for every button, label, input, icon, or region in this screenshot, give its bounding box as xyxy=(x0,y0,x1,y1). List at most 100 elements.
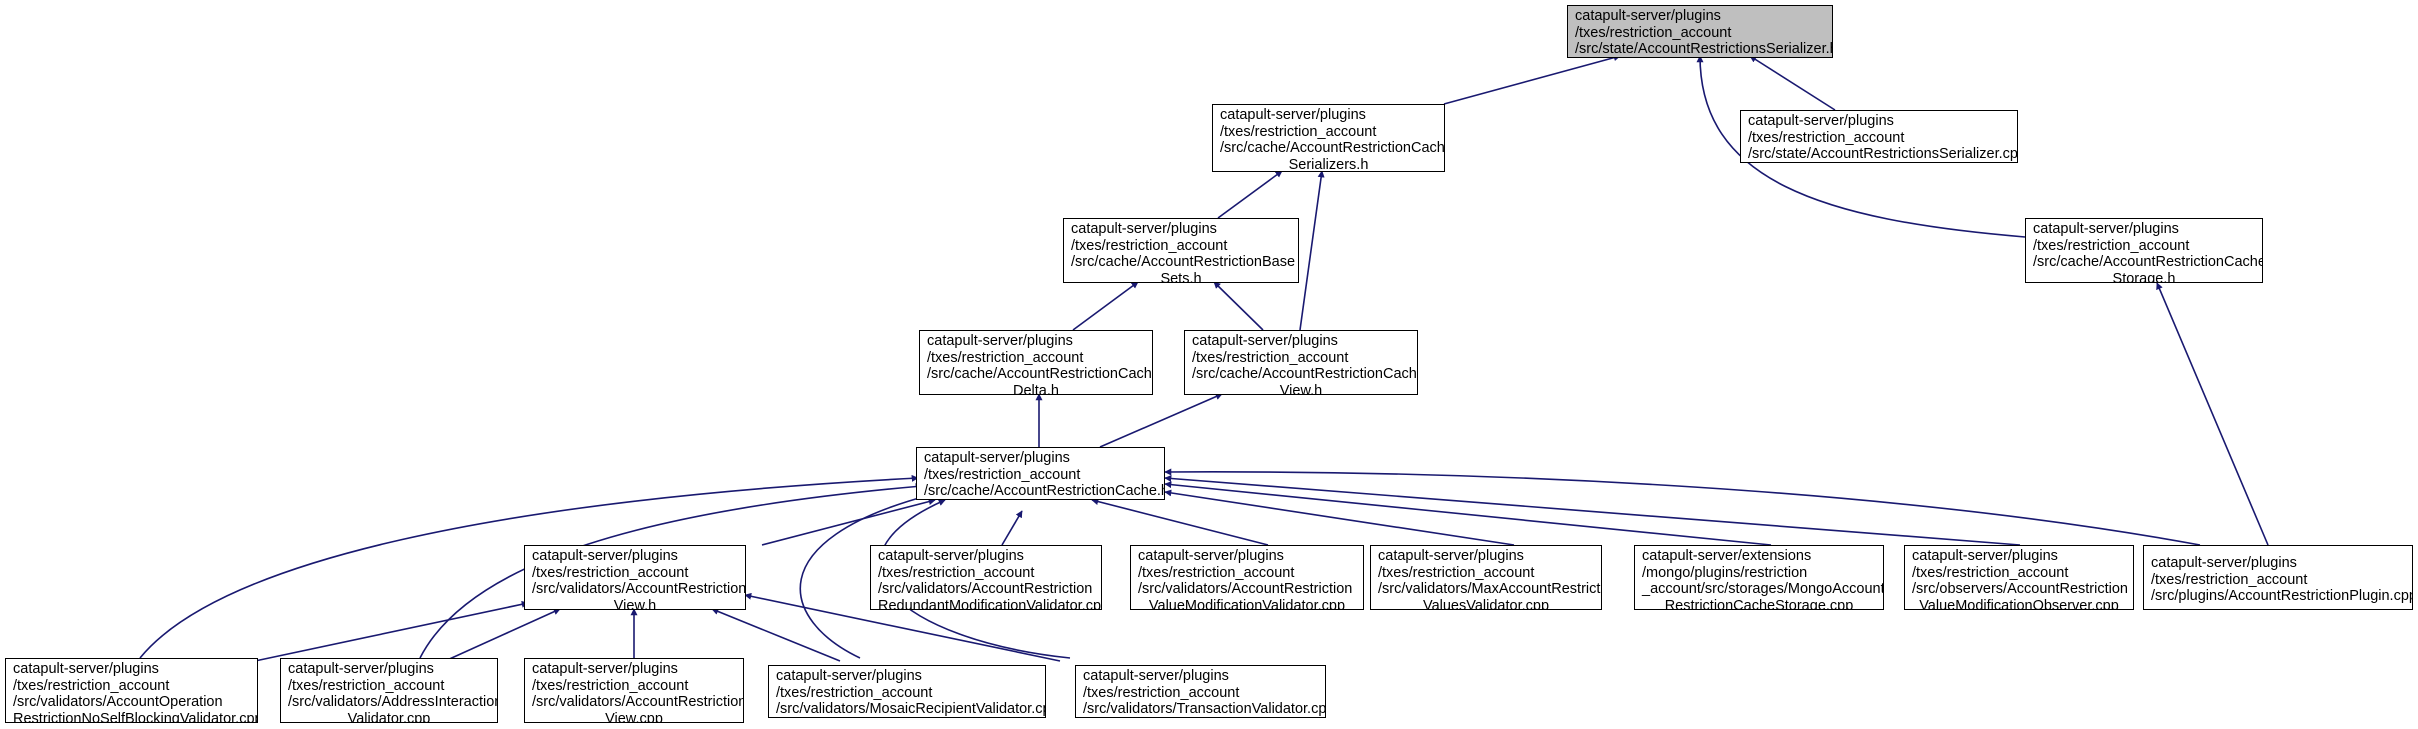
node-line: /src/cache/AccountRestrictionCache xyxy=(927,366,1153,382)
node-line: catapult-server/plugins xyxy=(924,450,1070,466)
node-line: /txes/restriction_account xyxy=(924,466,1081,483)
node-line: _account/src/storages/MongoAccount xyxy=(1642,581,1884,597)
node-line: ValueModificationObserver.cpp xyxy=(1919,597,2119,610)
node-line: /src/validators/AccountRestriction xyxy=(532,694,744,710)
node-line: RedundantModificationValidator.cpp xyxy=(878,597,1102,610)
node-line: Delta.h xyxy=(1013,382,1059,395)
node-line: catapult-server/plugins xyxy=(927,333,1073,349)
edge-max-values-to-cache xyxy=(1164,489,1515,546)
node-line: catapult-server/plugins xyxy=(1748,113,1894,129)
node-mongo-account-restriction-cache-storage-cpp[interactable]: catapult-server/extensions /mongo/plugin… xyxy=(1634,545,1884,610)
node-line: /src/validators/MaxAccountRestriction xyxy=(1378,581,1602,597)
node-line: /src/cache/AccountRestrictionCache xyxy=(1192,366,1418,382)
node-line: /src/validators/AccountOperation xyxy=(13,694,223,710)
node-line: catapult-server/plugins xyxy=(2151,555,2297,571)
node-validators-account-restriction-view-h[interactable]: catapult-server/plugins /txes/restrictio… xyxy=(524,545,746,610)
node-address-interaction-validator-cpp[interactable]: catapult-server/plugins /txes/restrictio… xyxy=(280,658,498,723)
node-line: /src/observers/AccountRestriction xyxy=(1912,581,2128,597)
node-line: /txes/restriction_account xyxy=(1071,237,1228,254)
node-line: View.h xyxy=(1279,382,1323,395)
edge-op-no-self-blocking-to-cache xyxy=(139,474,919,659)
node-line: catapult-server/plugins xyxy=(1220,107,1366,123)
node-line: /src/validators/AccountRestriction xyxy=(1138,581,1353,597)
node-line: /src/state/AccountRestrictionsSerializer… xyxy=(1748,146,2018,162)
node-line: /src/cache/AccountRestrictionBase xyxy=(1071,254,1296,270)
edge-value-mod-validator-to-cache xyxy=(1091,498,1269,546)
node-line: /txes/restriction_account xyxy=(1083,684,1240,701)
node-line: Sets.h xyxy=(1160,270,1202,283)
node-line: /txes/restriction_account xyxy=(776,684,933,701)
edge-cache-serializers-to-serializer xyxy=(1443,54,1621,105)
node-line: View.h xyxy=(613,597,657,610)
node-line: catapult-server/plugins xyxy=(1071,221,1217,237)
node-line: /txes/restriction_account xyxy=(1138,564,1295,581)
node-line: /txes/restriction_account xyxy=(2033,237,2190,254)
node-account-restriction-cache-view-h[interactable]: catapult-server/plugins /txes/restrictio… xyxy=(1184,330,1418,395)
node-line: catapult-server/plugins xyxy=(776,668,922,684)
node-max-account-restriction-values-validator-cpp[interactable]: catapult-server/plugins /txes/restrictio… xyxy=(1370,545,1602,610)
edge-validators-view-h-to-cache xyxy=(761,498,936,546)
node-line: catapult-server/plugins xyxy=(532,548,678,564)
edge-cache-delta-to-base-sets xyxy=(1072,281,1139,331)
node-line: /txes/restriction_account xyxy=(532,564,689,581)
node-line: catapult-server/plugins xyxy=(13,661,159,677)
node-line: ValueModificationValidator.cpp xyxy=(1148,597,1346,610)
node-line: /txes/restriction_account xyxy=(1748,129,1905,146)
node-line: /mongo/plugins/restriction xyxy=(1642,564,1808,581)
node-account-restriction-cache-h[interactable]: catapult-server/plugins /txes/restrictio… xyxy=(916,447,1165,500)
node-line: /src/cache/AccountRestrictionCache xyxy=(2033,254,2263,270)
node-line: /txes/restriction_account xyxy=(1378,564,1535,581)
node-account-restriction-base-sets-h[interactable]: catapult-server/plugins /txes/restrictio… xyxy=(1063,218,1299,283)
node-line: /src/cache/AccountRestrictionCache xyxy=(1220,140,1445,156)
node-line: catapult-server/plugins xyxy=(1378,548,1524,564)
node-redundant-modification-validator-cpp[interactable]: catapult-server/plugins /txes/restrictio… xyxy=(870,545,1102,610)
node-line: catapult-server/plugins xyxy=(1575,8,1721,24)
node-account-restriction-plugin-cpp[interactable]: catapult-server/plugins /txes/restrictio… xyxy=(2143,545,2413,610)
node-line: /txes/restriction_account xyxy=(13,677,170,694)
node-line: catapult-server/plugins xyxy=(1912,548,2058,564)
edge-op-no-self-blocking-to-view-h xyxy=(254,600,529,662)
node-account-restriction-cache-storage-h[interactable]: catapult-server/plugins /txes/restrictio… xyxy=(2025,218,2263,283)
node-line: /src/validators/AccountRestriction xyxy=(532,581,746,597)
edge-redundant-to-cache xyxy=(1001,510,1023,546)
node-line: /src/validators/TransactionValidator.cpp xyxy=(1083,701,1326,717)
node-transaction-validator-cpp[interactable]: catapult-server/plugins /txes/restrictio… xyxy=(1075,665,1326,718)
edge-cache-storage-to-serializer xyxy=(1696,55,2026,238)
node-line: Storage.h xyxy=(2112,270,2176,283)
node-account-restrictions-serializer-cpp[interactable]: catapult-server/plugins /txes/restrictio… xyxy=(1740,110,2018,163)
node-line: catapult-server/extensions xyxy=(1642,548,1812,564)
node-validators-account-restriction-view-cpp[interactable]: catapult-server/plugins /txes/restrictio… xyxy=(524,658,744,723)
edge-cache-view-to-base-sets xyxy=(1213,281,1264,331)
node-line: catapult-server/plugins xyxy=(288,661,434,677)
edge-mosaic-recipient-to-view-h xyxy=(711,608,841,662)
node-account-restriction-cache-serializers-h[interactable]: catapult-server/plugins /txes/restrictio… xyxy=(1212,104,1445,172)
node-line: /src/validators/AddressInteraction xyxy=(288,694,498,710)
edge-base-sets-to-cache-serializers xyxy=(1217,170,1283,219)
node-line: View.cpp xyxy=(605,710,663,723)
node-account-operation-restriction-no-self-blocking-validator-cpp[interactable]: catapult-server/plugins /txes/restrictio… xyxy=(5,658,258,723)
node-line: /txes/restriction_account xyxy=(532,677,689,694)
edge-mongo-storage-to-cache xyxy=(1164,481,1772,546)
node-line: RestrictionNoSelfBlockingValidator.cpp xyxy=(13,710,258,723)
node-line: /txes/restriction_account xyxy=(927,349,1084,366)
node-line: /src/cache/AccountRestrictionCache.h xyxy=(924,483,1165,499)
edge-mosaic-recipient-to-cache xyxy=(799,493,931,659)
node-line: /src/plugins/AccountRestrictionPlugin.cp… xyxy=(2151,588,2413,604)
node-line: catapult-server/plugins xyxy=(1138,548,1284,564)
edge-address-interaction-to-view-h xyxy=(444,608,561,662)
node-value-modification-validator-cpp[interactable]: catapult-server/plugins /txes/restrictio… xyxy=(1130,545,1364,610)
node-account-restriction-cache-delta-h[interactable]: catapult-server/plugins /txes/restrictio… xyxy=(919,330,1153,395)
node-account-restrictions-serializer-h[interactable]: catapult-server/plugins /txes/restrictio… xyxy=(1567,5,1833,58)
node-line: catapult-server/plugins xyxy=(532,661,678,677)
node-line: catapult-server/plugins xyxy=(1192,333,1338,349)
node-line: /src/validators/MosaicRecipientValidator… xyxy=(776,701,1046,717)
node-line: Validator.cpp xyxy=(347,710,431,723)
node-value-modification-observer-cpp[interactable]: catapult-server/plugins /txes/restrictio… xyxy=(1904,545,2134,610)
node-line: /txes/restriction_account xyxy=(1192,349,1349,366)
edge-value-mod-observer-to-cache xyxy=(1164,475,2021,546)
node-mosaic-recipient-validator-cpp[interactable]: catapult-server/plugins /txes/restrictio… xyxy=(768,665,1046,718)
edge-cache-to-cache-view xyxy=(1099,393,1223,448)
node-line: /txes/restriction_account xyxy=(2151,571,2308,588)
node-line: catapult-server/plugins xyxy=(2033,221,2179,237)
